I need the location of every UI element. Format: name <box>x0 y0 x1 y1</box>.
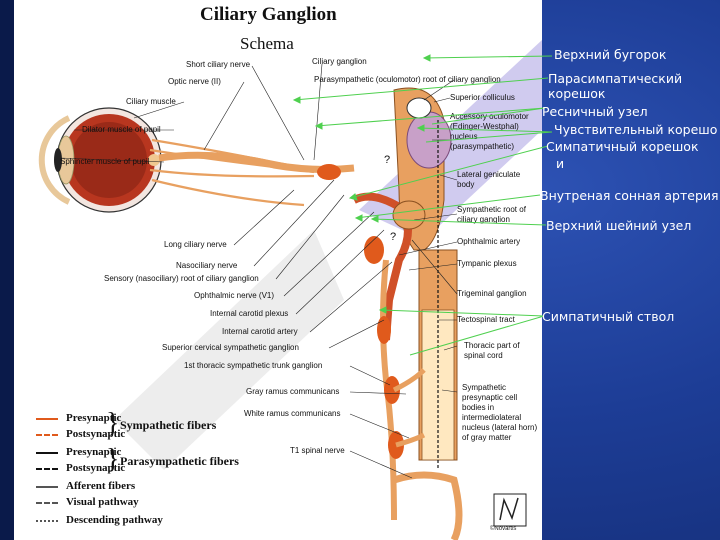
question-mark-2: ? <box>390 231 397 243</box>
legend: Presynaptic Postsynaptic Presynaptic Pos… <box>14 408 314 540</box>
label-thoracic-cord: Thoracic part of spinal cord <box>464 341 520 360</box>
label-superior-cervical-ganglion: Superior cervical sympathetic ganglion <box>162 343 299 352</box>
ru-label-sensory-root: Чувствительный корешо <box>554 122 718 137</box>
label-internal-carotid-plexus: Internal carotid plexus <box>210 309 289 318</box>
label-first-thoracic-ganglion: 1st thoracic sympathetic trunk ganglion <box>184 361 323 370</box>
label-ophthalmic-artery: Ophthalmic artery <box>457 237 521 246</box>
ru-label-internal-carotid: Внутреная сонная артерия <box>540 188 719 203</box>
label-ophthalmic-nerve: Ophthalmic nerve (V1) <box>194 291 275 300</box>
label-internal-carotid-artery: Internal carotid artery <box>222 327 298 336</box>
question-mark-1: ? <box>384 154 391 166</box>
label-dilator-muscle: Dilator muscle of pupil <box>82 125 161 134</box>
label-short-ciliary-nerve: Short ciliary nerve <box>186 60 251 69</box>
legend-brace-sympathetic: } <box>106 408 120 439</box>
label-sympathetic-cells: Sympathetic presynaptic cell bodies in i… <box>462 383 538 442</box>
label-trigeminal-ganglion: Trigeminal ganglion <box>457 289 527 298</box>
label-accessory-nucleus: Accessory oculomotor (Edinger-Westphal) … <box>450 112 529 151</box>
label-lateral-geniculate: Lateral geniculate body <box>457 170 521 189</box>
ciliary-ganglion-shape <box>317 164 341 180</box>
ru-label-parasympathetic-root: Парасимпатический корешок <box>548 71 683 101</box>
label-long-ciliary-nerve: Long ciliary nerve <box>164 240 227 249</box>
label-tympanic-plexus: Tympanic plexus <box>457 259 517 268</box>
label-sympathetic-root: Sympathetic root of ciliary ganglion <box>457 205 526 224</box>
legend-brace-parasympathetic: } <box>106 444 120 475</box>
label-superior-colliculus: Superior colliculus <box>450 93 515 102</box>
label-sensory-root: Sensory (nasociliary) root of ciliary ga… <box>104 274 259 283</box>
left-edge-strip <box>0 0 14 540</box>
left-leader-lines <box>59 65 413 479</box>
label-gray-ramus: Gray ramus communicans <box>246 387 340 396</box>
sympathetic-trunk <box>377 259 463 540</box>
ru-label-sympathetic-root: Симпатичный корешок <box>546 139 699 154</box>
legend-group-parasympathetic: Parasympathetic fibers <box>120 454 239 468</box>
label-sphincter-muscle: Sphincter muscle of pupil <box>60 157 150 166</box>
ru-label-superior-cervical: Верхний шейний узел <box>546 218 692 233</box>
label-tectospinal-tract: Tectospinal tract <box>457 315 515 324</box>
legend-group-sympathetic: Sympathetic fibers <box>120 418 217 432</box>
label-ciliary-ganglion: Ciliary ganglion <box>312 57 367 66</box>
ru-label-sympathetic-trunk: Симпатичный ствол <box>542 309 675 324</box>
schema-panel: Ciliary Ganglion Schema Short ciliary ne… <box>14 0 542 540</box>
label-nasociliary-nerve: Nasociliary nerve <box>176 261 238 270</box>
label-t1-spinal-nerve: T1 spinal nerve <box>290 446 345 455</box>
label-optic-nerve: Optic nerve (II) <box>168 77 221 86</box>
label-ciliary-muscle: Ciliary muscle <box>126 97 176 106</box>
ciliary-nerves <box>149 138 315 207</box>
ru-label-superior-colliculus: Верхний бугорок <box>554 47 667 62</box>
label-white-ramus: White ramus communicans <box>244 409 341 418</box>
diagram-title: Ciliary Ganglion <box>200 4 337 25</box>
ru-label-sympathetic-root-line2: и <box>556 156 565 171</box>
ru-label-ciliary-ganglion: Ресничный узел <box>542 104 648 119</box>
diagram-subtitle: Schema <box>240 34 294 53</box>
copyright-text: ©Novartis <box>490 526 517 532</box>
label-parasympathetic-root: Parasympathetic (oculomotor) root of cil… <box>314 75 501 84</box>
netter-signature-logo <box>493 493 527 527</box>
